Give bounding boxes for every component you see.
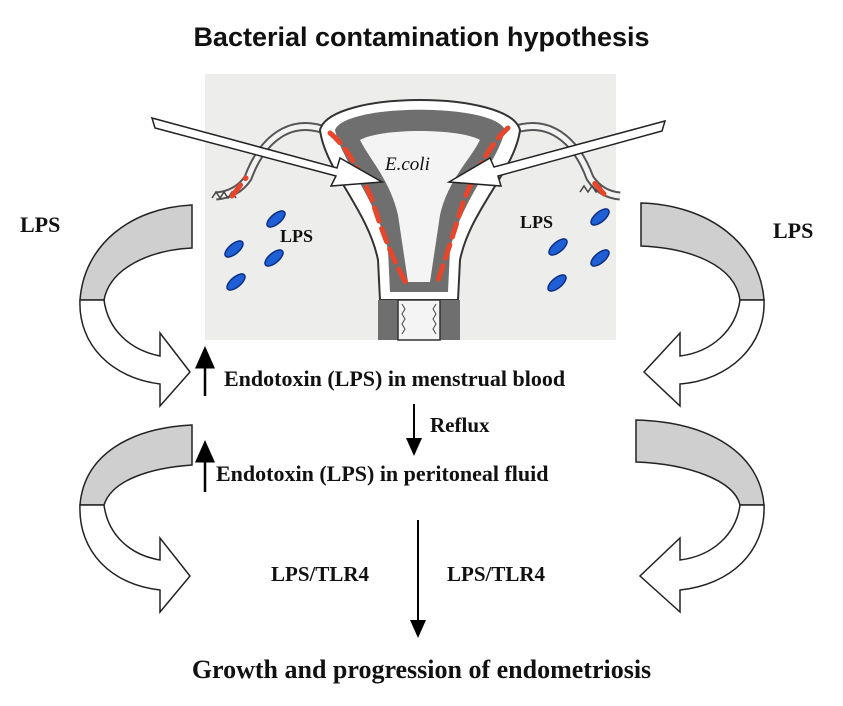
outcome-label: Growth and progression of endometriosis	[191, 655, 652, 684]
diagram-title: Bacterial contamination hypothesis	[193, 22, 650, 52]
curved-arrow-right-upper	[640, 202, 765, 408]
lps-label-image-left: LPS	[280, 226, 314, 246]
curved-arrow-left-lower	[79, 424, 193, 615]
curved-arrow-right-lower	[635, 419, 765, 614]
menstrual-blood-label: Endotoxin (LPS) in menstrual blood	[224, 366, 566, 391]
bacterial-contamination-marks	[229, 125, 607, 289]
ecoli-pointer-arrows	[150, 116, 667, 187]
lps-bacteria-left	[224, 210, 286, 291]
ecoli-label: E.coli	[385, 154, 430, 175]
tlr4-label-right: LPS/TLR4	[447, 562, 546, 586]
reflux-label: Reflux	[430, 413, 490, 437]
tlr4-label-left: LPS/TLR4	[271, 562, 370, 586]
lps-label-left: LPS	[20, 212, 61, 237]
lps-label-right: LPS	[773, 218, 814, 243]
lps-label-image-right: LPS	[520, 212, 554, 232]
curved-arrow-left-upper	[79, 204, 193, 408]
peritoneal-fluid-label: Endotoxin (LPS) in peritoneal fluid	[216, 461, 549, 486]
lps-bacteria-right	[547, 208, 610, 292]
uterus-illustration	[205, 74, 621, 341]
